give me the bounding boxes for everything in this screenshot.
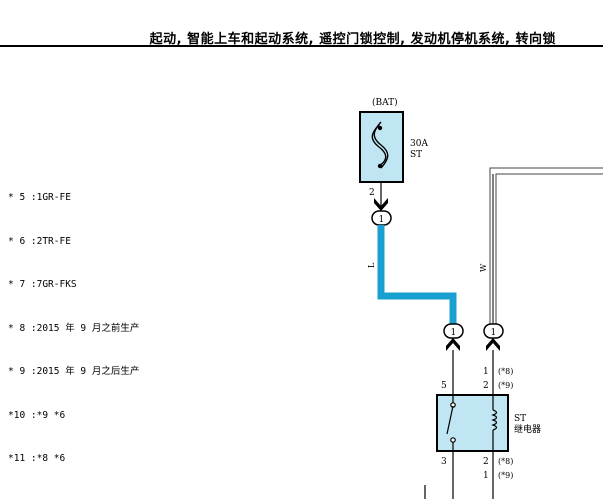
relay-switch-icon	[446, 405, 454, 435]
relay-pin-label: 2	[483, 381, 489, 391]
title-divider	[0, 45, 603, 47]
fuse-connector: 1	[371, 210, 392, 226]
svg-text:1: 1	[491, 328, 497, 338]
frame-lines	[489, 167, 603, 330]
relay-name: ST	[514, 414, 526, 424]
relay-pin-3: 3	[441, 457, 447, 467]
frame-line-inner	[495, 173, 603, 330]
relay-in-connector: 1	[443, 323, 464, 339]
relay-coil-icon	[491, 409, 498, 431]
relay-desc: 继电器	[514, 423, 541, 435]
bat-label: (BAT)	[372, 97, 398, 108]
relay-pin-5: 5	[441, 381, 447, 391]
relay-pin-note: (*9)	[498, 471, 513, 480]
wire-l	[377, 225, 457, 324]
footnote-item: * 9 :2015 年 9 月之后生产	[8, 366, 140, 377]
relay-pin-label: 1	[483, 367, 489, 377]
footnote-item: * 7 :7GR-FKS	[8, 279, 77, 290]
fuse-name: ST	[410, 150, 422, 160]
footnote-item: * 5 :1GR-FE	[8, 192, 71, 203]
footnote-item: * 6 :2TR-FE	[8, 235, 71, 247]
fuse-box	[359, 111, 404, 183]
fuse-rating: 30A	[410, 139, 428, 149]
chevron-up-icon	[486, 338, 500, 351]
footnote-item: *11 :*8 *6	[8, 453, 66, 464]
relay-pin-note: (*8)	[498, 457, 513, 466]
relay-pin-note: (*9)	[498, 381, 513, 390]
fuse-pin: 2	[369, 188, 375, 198]
page-title: 起动, 智能上车和起动系统, 遥控门锁控制, 发动机停机系统, 转向锁	[149, 32, 556, 47]
relay-pin-note: (*8)	[498, 367, 513, 376]
chevron-down-icon	[374, 198, 388, 211]
svg-text:1: 1	[379, 215, 385, 225]
wire-l-code: L	[367, 262, 376, 268]
relay-box	[436, 394, 509, 452]
footnote-item: * 8 :2015 年 9 月之前生产	[8, 322, 140, 334]
relay-pin-label: 1	[483, 471, 489, 481]
w-connector: 1	[483, 323, 504, 339]
svg-text:1: 1	[451, 328, 457, 338]
footnote-item: *10 :*9 *6	[8, 409, 66, 421]
wire-w-code: W	[479, 263, 488, 272]
frame-line-outer	[489, 167, 603, 330]
chevron-up-icon	[446, 338, 460, 351]
footnote-list: * 5 :1GR-FE * 6 :2TR-FE * 7 :7GR-FKS * 8…	[8, 162, 139, 481]
relay-pin-label: 2	[483, 457, 489, 467]
